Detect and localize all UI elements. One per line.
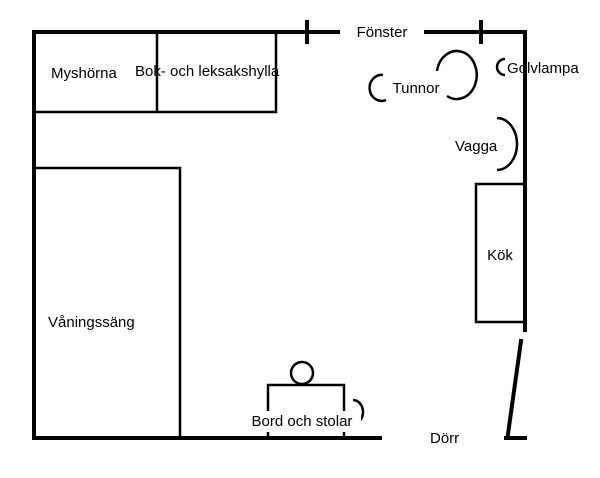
door-leaf xyxy=(505,338,524,437)
shelf-label: Bok- och leksakshylla xyxy=(135,63,280,80)
barrels: Tunnor xyxy=(368,49,478,103)
kitchen-outline xyxy=(474,182,527,324)
outer-walls xyxy=(32,30,527,440)
bunk-bed-label: Våningssäng xyxy=(48,314,135,331)
cozy-corner-label: Myshörna xyxy=(51,65,118,82)
bunk-bed-outline xyxy=(32,166,182,440)
barrels-label: Tunnor xyxy=(393,80,440,97)
barrel-small-icon xyxy=(368,73,387,103)
cradle-icon xyxy=(496,116,519,172)
floor-lamp-icon xyxy=(495,57,506,77)
kitchen-label: Kök xyxy=(487,247,513,264)
window: Fönster xyxy=(305,20,483,44)
shelf-area: Myshörna Bok- och leksakshylla xyxy=(32,30,280,114)
floor-lamp: Golvlampa xyxy=(495,57,579,77)
table-label-bg xyxy=(243,411,361,432)
bunk-bed: Våningssäng xyxy=(32,166,182,440)
cradle-label: Vagga xyxy=(455,138,498,155)
top-wall xyxy=(32,30,527,440)
shelf-outline xyxy=(32,30,278,114)
cradle: Vagga xyxy=(455,116,519,172)
door: Dörr xyxy=(430,338,524,447)
kitchen: Kök xyxy=(474,182,527,324)
table-chairs-label: Bord och stolar xyxy=(252,413,353,430)
door-label: Dörr xyxy=(430,430,459,447)
chair-top-icon xyxy=(289,360,315,386)
window-label-bg xyxy=(340,24,424,40)
table-chairs: Bord och stolar xyxy=(243,360,365,440)
window-label: Fönster xyxy=(357,24,408,41)
floor-lamp-label: Golvlampa xyxy=(507,60,579,77)
barrel-large-icon xyxy=(435,49,478,101)
